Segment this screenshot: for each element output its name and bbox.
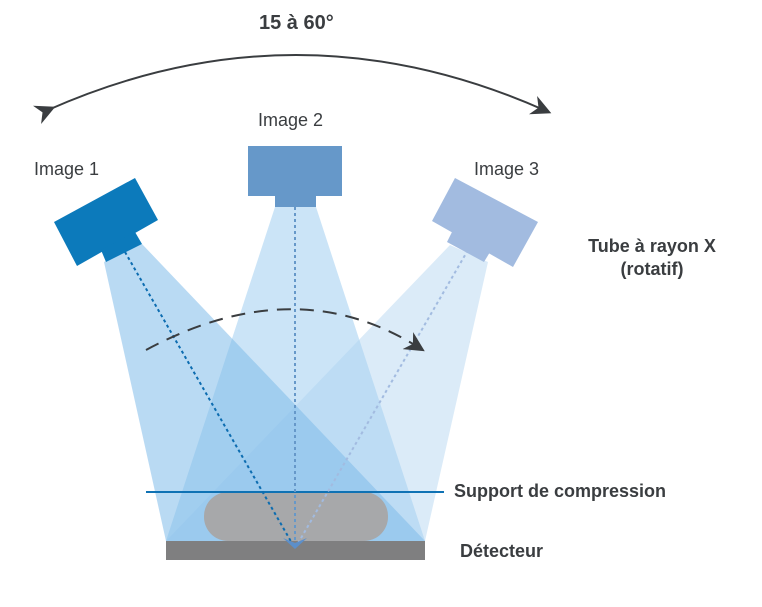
tube-label: Tube à rayon X (rotatif) [572, 236, 732, 280]
image-1-label: Image 1 [34, 159, 100, 179]
tube-3-icon [432, 178, 538, 267]
tube-label-line-1: Tube à rayon X [588, 236, 716, 256]
tube-label-line-2: (rotatif) [620, 259, 684, 279]
detector [166, 541, 425, 560]
detector-label: Détecteur [460, 541, 544, 561]
ray-3 [296, 249, 469, 546]
ray-arrowhead [283, 538, 307, 549]
support-label: Support de compression [454, 481, 667, 501]
ray-1 [124, 251, 294, 546]
tube-2-icon [248, 146, 342, 207]
image-3-label: Image 3 [474, 159, 540, 179]
beam-1 [104, 244, 425, 541]
breast [204, 492, 388, 541]
tube-1-icon [54, 178, 158, 266]
image-2-label: Image 2 [258, 110, 324, 130]
angle-label: 15 à 60° [259, 12, 334, 34]
rotation-arc-arrow [32, 54, 552, 125]
motion-dashed-arc [145, 308, 425, 352]
